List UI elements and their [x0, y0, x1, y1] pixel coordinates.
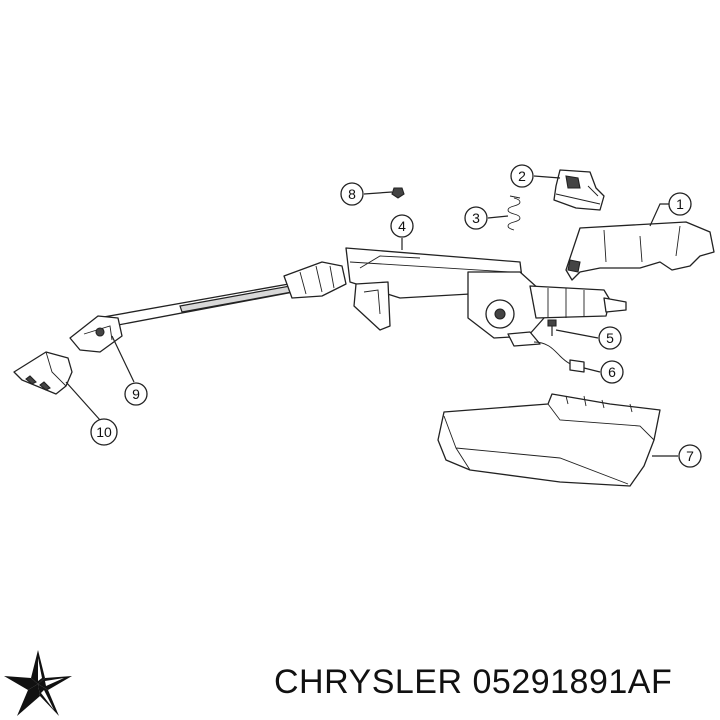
callout-label-5: 5: [606, 330, 614, 346]
callout-label-1: 1: [676, 196, 684, 212]
callout-label-9: 9: [132, 386, 140, 402]
brand-name: CHRYSLER: [274, 663, 463, 701]
callout-10: 10: [90, 418, 118, 446]
part-5-screw: [547, 319, 557, 336]
callout-label-2: 2: [518, 168, 526, 184]
callout-6: 6: [600, 360, 624, 384]
callout-5: 5: [598, 326, 622, 350]
callout-7: 7: [678, 444, 702, 468]
callout-1: 1: [668, 192, 692, 216]
part-4-column-assembly: [345, 247, 627, 347]
callout-label-4: 4: [398, 218, 406, 234]
part-10-lower-cover: [13, 351, 73, 395]
callout-8: 8: [340, 182, 364, 206]
part-2-bracket: [553, 169, 605, 211]
callout-4: 4: [390, 214, 414, 238]
part-7-lower-shroud: [437, 393, 661, 487]
part-6-sensor-harness: [533, 341, 585, 373]
leader-lines: [65, 175, 678, 457]
callout-label-7: 7: [686, 448, 694, 464]
callout-9: 9: [124, 382, 148, 406]
part-3-spring: [507, 195, 521, 231]
chrysler-pentastar-icon: [4, 650, 72, 716]
part-8-nut: [391, 187, 405, 199]
callout-3: 3: [464, 206, 488, 230]
callout-label-3: 3: [472, 210, 480, 226]
part-caption: CHRYSLER 05291891AF: [274, 663, 714, 702]
part-9-intermediate-shaft: [69, 261, 347, 353]
callout-label-10: 10: [96, 424, 112, 440]
callout-label-8: 8: [348, 186, 356, 202]
callout-label-6: 6: [608, 364, 616, 380]
callout-2: 2: [510, 164, 534, 188]
part-1-upper-shroud: [565, 221, 715, 281]
part-number: 05291891AF: [472, 663, 673, 701]
